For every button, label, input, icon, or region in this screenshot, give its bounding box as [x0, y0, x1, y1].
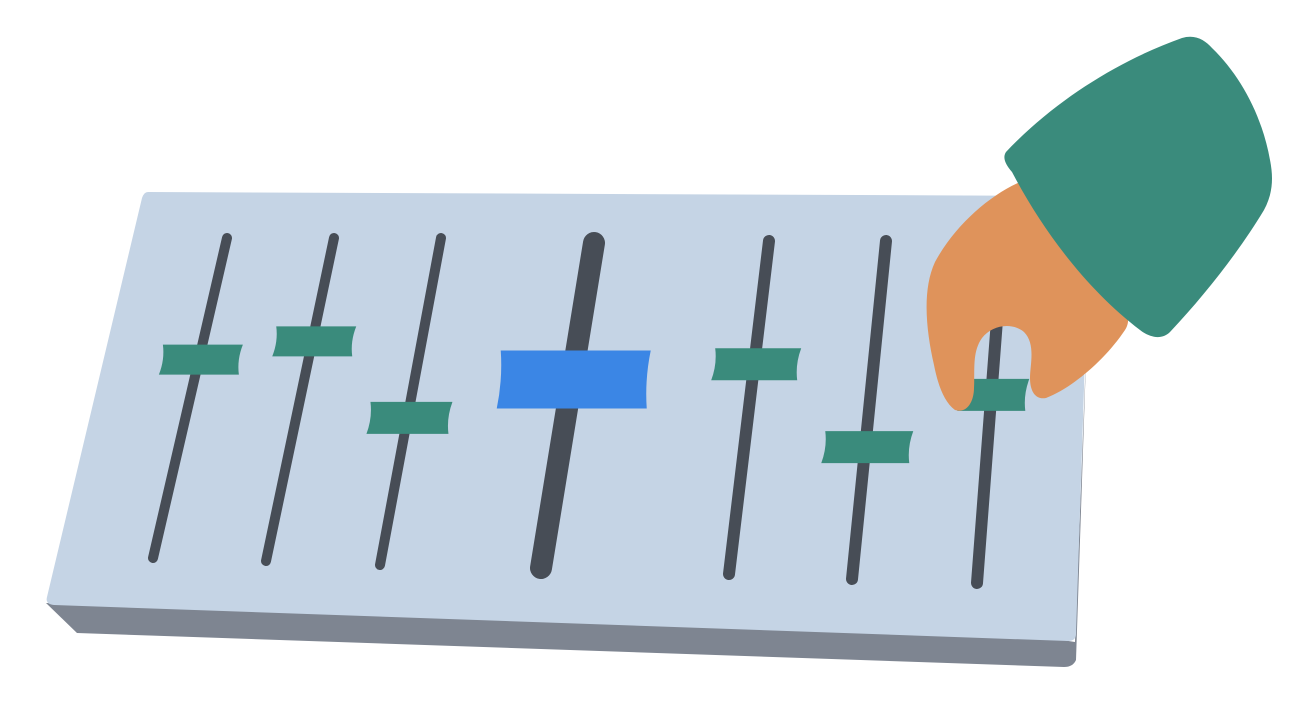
slider-knob[interactable]: [366, 401, 453, 434]
slider-track: [723, 235, 775, 580]
slider-knob[interactable]: [957, 378, 1030, 411]
slider-knob-active[interactable]: [496, 350, 651, 409]
slider-track: [148, 233, 232, 563]
slider-track: [261, 233, 339, 566]
slider-knob[interactable]: [272, 326, 357, 357]
slider-group: [148, 232, 1030, 589]
slider-knob[interactable]: [158, 344, 243, 375]
hand-skin: [926, 182, 1129, 411]
slider-knob[interactable]: [711, 348, 802, 381]
slider-track: [375, 233, 446, 570]
panel-edge: [46, 330, 1087, 667]
sleeve: [1004, 36, 1272, 338]
slider-track: [846, 235, 892, 585]
slider-knob[interactable]: [821, 431, 914, 464]
hand-icon: [926, 36, 1272, 411]
